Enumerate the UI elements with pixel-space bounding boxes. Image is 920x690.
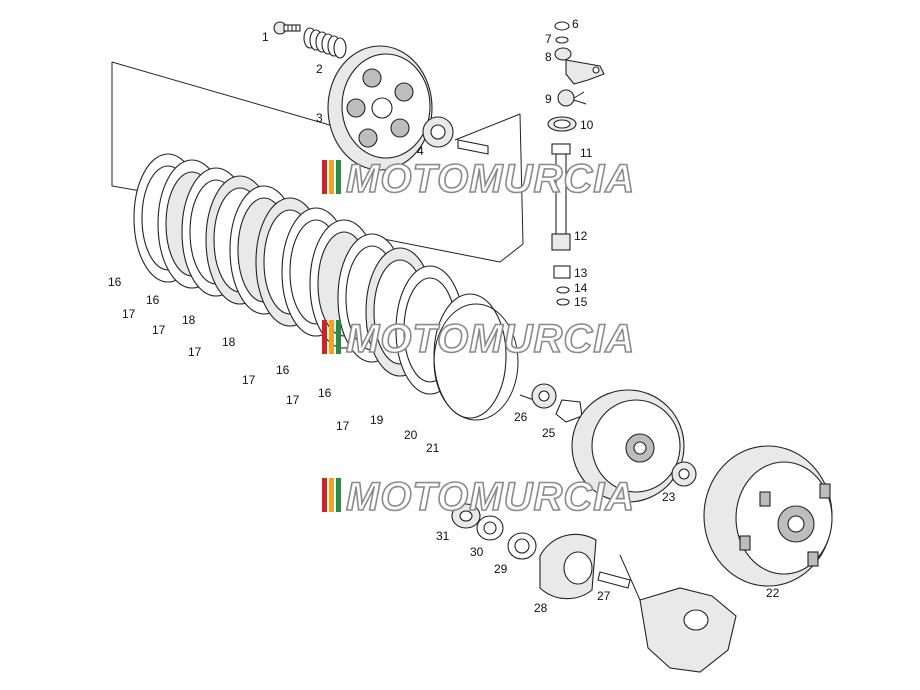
part-label: 17 — [152, 323, 166, 337]
part-labels: 1 2 3 4 6 7 8 9 10 11 12 13 14 15 16 17 … — [108, 17, 780, 615]
part-label: 16 — [276, 363, 290, 377]
watermark-stripe-orange — [329, 478, 334, 512]
watermark-stripe-orange — [329, 160, 334, 194]
part-label: 6 — [572, 17, 579, 31]
watermark-stripe-red — [322, 320, 327, 354]
spring — [303, 27, 347, 59]
part-label: 30 — [470, 545, 484, 559]
pushrod — [457, 139, 489, 155]
part-label: 18 — [182, 313, 196, 327]
watermark-motomurcia: MOTOMURCIA — [322, 474, 635, 520]
watermark-stripe-orange — [329, 320, 334, 354]
watermark-stripe-green — [336, 160, 341, 194]
release-shaft-assembly — [547, 21, 605, 306]
watermark-stripe-green — [336, 478, 341, 512]
watermark-text: MOTOMURCIA — [346, 475, 635, 519]
part-label: 25 — [542, 426, 556, 440]
clutch-hub-assembly — [531, 383, 697, 503]
pressure-plate — [327, 45, 433, 171]
part-label: 26 — [514, 410, 528, 424]
part-label: 12 — [574, 229, 588, 243]
part-label: 8 — [545, 50, 552, 64]
clutch-plate-stack — [133, 153, 519, 421]
watermark-text: MOTOMURCIA — [346, 317, 635, 361]
part-label: 14 — [574, 281, 588, 295]
bolt — [273, 21, 301, 35]
part-label: 1 — [262, 30, 269, 44]
part-label: 19 — [370, 413, 384, 427]
part-label: 9 — [545, 92, 552, 106]
part-label: 22 — [766, 586, 780, 600]
part-label: 3 — [316, 111, 323, 125]
part-label: 23 — [662, 490, 676, 504]
part-label: 11 — [580, 146, 593, 160]
watermark-text: MOTOMURCIA — [346, 157, 635, 201]
part-label: 13 — [574, 266, 588, 280]
part-label: 16 — [146, 293, 160, 307]
part-label: 16 — [108, 275, 122, 289]
part-label: 2 — [316, 62, 323, 76]
part-label: 31 — [436, 529, 450, 543]
part-label: 16 — [318, 386, 332, 400]
part-label: 20 — [404, 428, 418, 442]
part-label: 17 — [122, 307, 136, 321]
clutch-basket — [703, 445, 833, 587]
part-label: 27 — [597, 589, 611, 603]
watermark-stripe-red — [322, 478, 327, 512]
watermark-stripe-red — [322, 160, 327, 194]
watermark-motomurcia: MOTOMURCIA — [322, 156, 635, 202]
watermark-motomurcia: MOTOMURCIA — [322, 316, 635, 362]
part-label: 17 — [286, 393, 300, 407]
part-label: 15 — [574, 295, 588, 309]
part-label: 17 — [336, 419, 350, 433]
watermark-stripe-green — [336, 320, 341, 354]
primary-drive-parts — [451, 503, 737, 673]
part-label: 7 — [545, 32, 552, 46]
part-label: 17 — [242, 373, 256, 387]
part-label: 21 — [426, 441, 440, 455]
part-label: 28 — [534, 601, 548, 615]
part-label: 10 — [580, 118, 594, 132]
pressure-plate-assembly — [273, 21, 489, 171]
part-label: 17 — [188, 345, 202, 359]
part-label: 18 — [222, 335, 236, 349]
part-label: 29 — [494, 562, 508, 576]
part-label: 4 — [417, 144, 424, 158]
bearing — [422, 116, 454, 148]
